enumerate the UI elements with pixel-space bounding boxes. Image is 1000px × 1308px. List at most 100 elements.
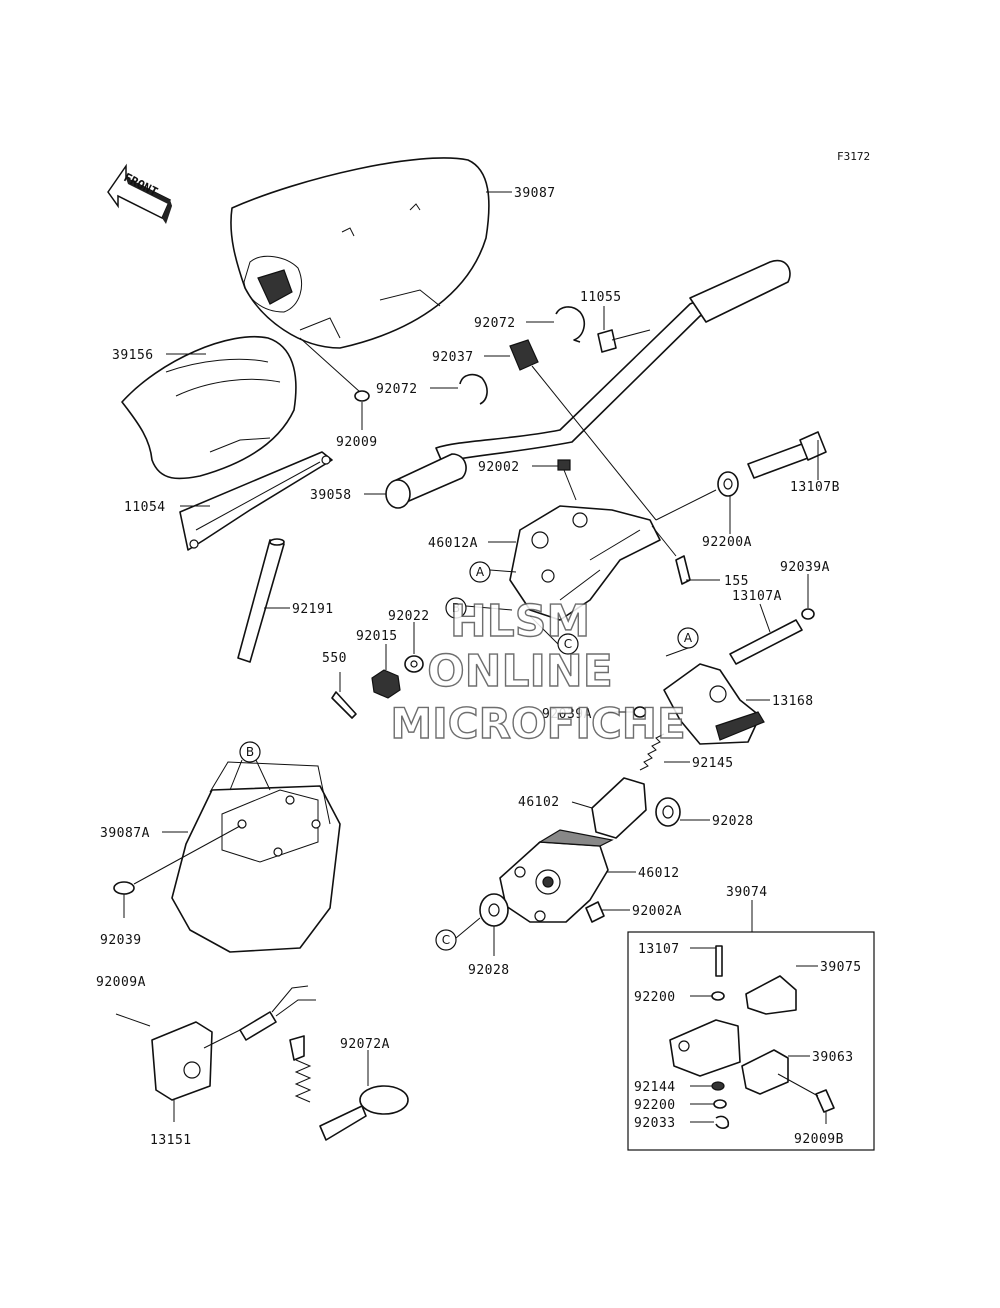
watermark-line-2: ONLINE	[427, 646, 613, 697]
washer-92200A	[655, 471, 739, 534]
washer-92200-low	[690, 1099, 727, 1109]
svg-text:C: C	[442, 933, 450, 947]
bolt-92009B	[777, 1073, 835, 1124]
part-label: 46102	[518, 795, 560, 810]
part-label: 13151	[150, 1133, 192, 1148]
part-label: 11054	[124, 500, 166, 515]
part-label: 92028	[468, 963, 510, 978]
part-label: 92145	[692, 756, 734, 771]
svg-text:A: A	[476, 565, 485, 579]
washer-92028-right	[655, 797, 710, 827]
front-arrow-icon: FRONT	[107, 163, 172, 224]
part-label: 46012	[638, 866, 680, 881]
switch-13151	[115, 985, 316, 1122]
lower-cover	[121, 336, 297, 480]
housing-46012A	[509, 505, 661, 621]
bolt-155	[651, 525, 720, 585]
part-label: 92009B	[794, 1132, 844, 1147]
tube-92191	[237, 538, 285, 663]
part-label: 39087A	[100, 826, 150, 841]
part-label: 92015	[356, 629, 398, 644]
part-label: 11055	[580, 290, 622, 305]
svg-text:A: A	[684, 631, 693, 645]
svg-text:C: C	[564, 637, 572, 651]
clip-11055	[597, 306, 651, 353]
bracket-39075	[745, 965, 818, 1015]
part-label: 92039	[100, 933, 142, 948]
part-label: 550	[322, 651, 347, 666]
part-label: 39063	[812, 1050, 854, 1065]
part-label: 13168	[772, 694, 814, 709]
figure-code: F3172	[837, 150, 870, 163]
ref-circle-C-1: C	[529, 615, 579, 655]
part-label: 92072	[474, 316, 516, 331]
switch-92037	[484, 339, 657, 521]
part-label: 92200	[634, 990, 676, 1005]
part-label: 39058	[310, 488, 352, 503]
svg-text:B: B	[452, 601, 460, 615]
part-label: 92144	[634, 1080, 676, 1095]
actuator-46102	[571, 777, 647, 839]
washer-92028-left	[479, 893, 509, 956]
lanyard-clip-92072A	[289, 1035, 409, 1141]
part-label: 92002	[478, 460, 520, 475]
part-label: 13107A	[732, 589, 782, 604]
cotter-pin-550	[331, 672, 357, 719]
part-label: 92037	[432, 350, 474, 365]
shroud-39087A	[162, 761, 341, 953]
washer-92022	[404, 622, 424, 673]
part-label: 13107B	[790, 480, 840, 495]
spring-92145	[639, 733, 690, 771]
bolt-92002A	[585, 901, 630, 923]
watermark-line-1: HLSM	[450, 596, 590, 647]
bracket-11054	[179, 451, 333, 551]
nut-92015	[371, 644, 401, 699]
part-label: 92002A	[632, 904, 682, 919]
bolt-92002	[532, 459, 577, 501]
part-label: 92009	[336, 435, 378, 450]
ref-circle-B-2: B	[229, 741, 271, 791]
part-label: 92072A	[340, 1037, 390, 1052]
body-39074	[669, 1019, 741, 1077]
part-label: 92200	[634, 1098, 676, 1113]
screw-92009	[299, 337, 370, 430]
screw-92039A-top	[801, 574, 815, 620]
housing-46012	[499, 829, 636, 923]
subassembly-box-39074	[627, 900, 875, 1151]
part-label: 39074	[726, 885, 768, 900]
spring-92144	[690, 1081, 725, 1091]
handlebar-cover	[230, 157, 490, 349]
clamp-92072-mid	[430, 373, 488, 405]
screw-92039A-low	[608, 706, 647, 718]
part-label: 92191	[292, 602, 334, 617]
pin-13107A	[729, 603, 803, 665]
circlip-92033	[690, 1115, 730, 1129]
part-label: 92009A	[96, 975, 146, 990]
part-label: 13107	[638, 942, 680, 957]
part-label: 39087	[514, 186, 556, 201]
rivet-92039	[113, 825, 241, 918]
part-label: 92028	[712, 814, 754, 829]
washer-92200-top	[690, 991, 725, 1001]
part-label: 39075	[820, 960, 862, 975]
part-label: 92072	[376, 382, 418, 397]
cover-39063	[741, 1049, 810, 1095]
part-label: 39156	[112, 348, 154, 363]
pin-13107	[690, 945, 723, 977]
part-label: 155	[724, 574, 749, 589]
watermark: HLSM ONLINE MICROFICHE	[390, 595, 687, 748]
part-label: 92033	[634, 1116, 676, 1131]
ref-circle-B-1: B	[445, 597, 513, 619]
ref-circle-C-2: C	[435, 917, 481, 951]
clamp-92072-top	[526, 306, 586, 343]
ref-circle-A-1: A	[469, 561, 517, 583]
part-label: 92039A	[780, 560, 830, 575]
svg-text:B: B	[246, 745, 254, 759]
ref-circle-A-2: A	[677, 627, 699, 649]
part-label: 92022	[388, 609, 430, 624]
part-label: 92039A	[542, 707, 592, 722]
lever-13168	[663, 647, 770, 745]
pin-13107B	[747, 431, 827, 480]
